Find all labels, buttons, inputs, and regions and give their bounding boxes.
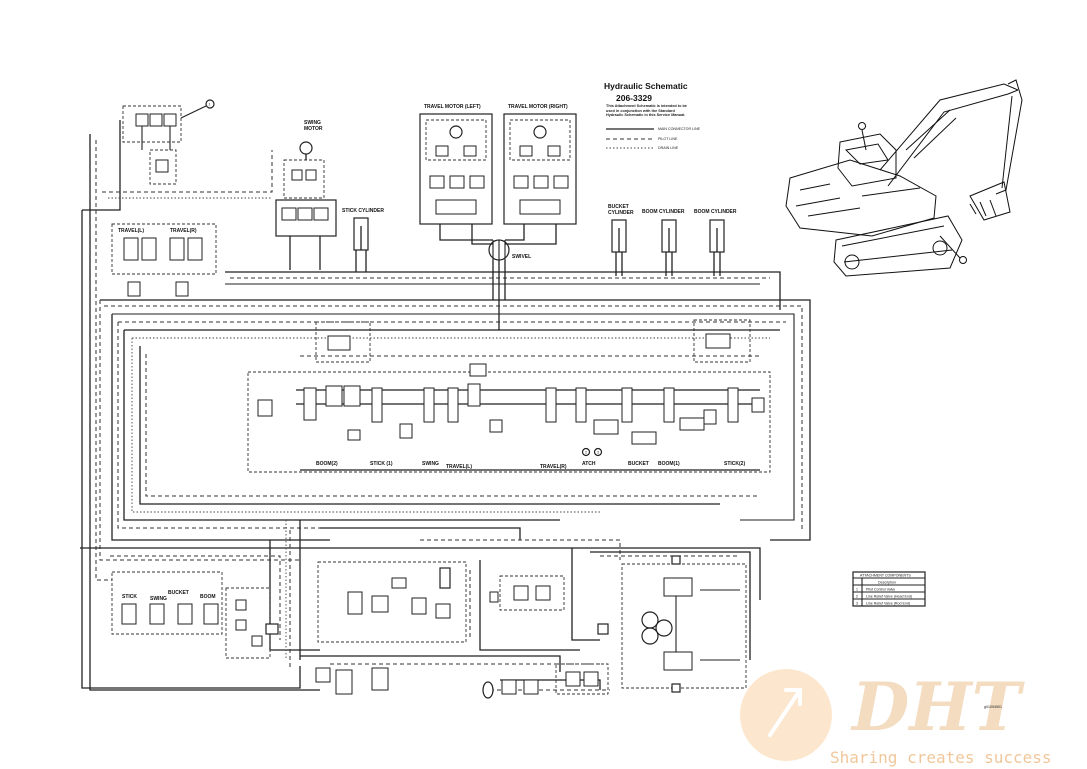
- legend-main-connector: MAIN CONNECTOR LINE: [658, 127, 701, 131]
- attachment-components-table: ATTACHMENT COMPONENTS Description 1 Pilo…: [852, 571, 926, 607]
- pilot-controls-block: STICK SWING BUCKET BOOM: [111, 571, 279, 659]
- bucket-cylinder-label-1: BUCKET: [608, 204, 629, 210]
- section-boom1: BOOM(1): [658, 461, 680, 467]
- main-pump-assembly: [597, 555, 747, 693]
- stick-cylinder-label: STICK CYLINDER: [342, 208, 384, 214]
- section-bucket: BUCKET: [628, 461, 649, 467]
- stick-cylinder: STICK CYLINDER: [342, 208, 384, 272]
- boom-cylinder-label-1: BOOM CYLINDER: [642, 209, 685, 215]
- callout-1: 1: [209, 103, 211, 107]
- table-title: ATTACHMENT COMPONENTS: [860, 574, 911, 578]
- table-row-1-desc: Pilot Control Valve: [866, 588, 895, 592]
- travel-motor-left-label: TRAVEL MOTOR (LEFT): [424, 104, 481, 110]
- travel-motor-right: TRAVEL MOTOR (RIGHT): [503, 104, 577, 236]
- part-number: 206-3329: [616, 93, 652, 103]
- watermark: DHT Sharing creates success: [740, 668, 1052, 767]
- table-header-desc: Description: [878, 581, 896, 585]
- watermark-logo-circle: [740, 669, 832, 761]
- legend-drain-line: DRAIN LINE: [658, 146, 679, 150]
- boom-cylinder-2: BOOM CYLINDER: [694, 209, 737, 253]
- swing-motor: SWING MOTOR: [275, 120, 337, 270]
- travel-l-top-label: TRAVEL(L): [118, 228, 144, 234]
- table-row-3-desc: Line Relief Valve (Rod End): [866, 602, 910, 606]
- watermark-brand: DHT: [850, 668, 1026, 746]
- callout-1-marker: [205, 99, 215, 109]
- pilot-swing-label: SWING: [150, 596, 167, 602]
- callout-2-marker: [581, 447, 591, 457]
- table-row-2-num: 2: [856, 595, 858, 599]
- swivel-label: SWIVEL: [512, 254, 531, 260]
- pilot-stick-label: STICK: [122, 594, 137, 600]
- swing-motor-label-2: MOTOR: [304, 126, 323, 132]
- illustration-code: g01094501: [984, 705, 1002, 709]
- pilot-bucket-label: BUCKET: [168, 590, 189, 596]
- excavator-illustration: [785, 79, 1023, 277]
- table-row-2-desc: Line Relief Valve (Head End): [866, 595, 912, 599]
- travel-r-top-label: TRAVEL(R): [170, 228, 197, 234]
- section-boom2: BOOM(2): [316, 461, 338, 467]
- bucket-cylinder-label-2: CYLINDER: [608, 210, 634, 216]
- callout-3-marker: [593, 447, 603, 457]
- swing-motor-label-1: SWING: [304, 120, 321, 126]
- section-swing: SWING: [422, 461, 439, 467]
- watermark-arrow-icon: [768, 688, 802, 737]
- section-travel-l: TRAVEL(L): [446, 464, 472, 470]
- watermark-tagline: Sharing creates success: [830, 748, 1052, 767]
- boom-cylinder-label-2: BOOM CYLINDER: [694, 209, 737, 215]
- callout-3: 3: [597, 450, 599, 454]
- swivel: SWIVEL: [439, 236, 557, 330]
- callout-2: 2: [585, 450, 587, 454]
- main-control-valve: BOOM(2) STICK (1) SWING TRAVEL(L) TRAVEL…: [247, 319, 771, 473]
- section-atch: ATCH: [582, 461, 596, 467]
- main-circuit-lines: [80, 120, 811, 691]
- section-stick2: STICK(2): [724, 461, 745, 467]
- table-row-1-num: 1: [856, 588, 858, 592]
- travel-motor-left: TRAVEL MOTOR (LEFT): [419, 104, 493, 236]
- title-block: Hydraulic Schematic 206-3329 This Attach…: [604, 81, 701, 150]
- pilot-control-valve-top: 1: [122, 99, 215, 185]
- boom-cylinder-1: BOOM CYLINDER: [642, 209, 685, 253]
- table-row-3-num: 3: [856, 602, 858, 606]
- section-travel-r: TRAVEL(R): [540, 464, 567, 470]
- pilot-boom-label: BOOM: [200, 594, 216, 600]
- schematic-note: This Attachment Schematic is intended to…: [606, 104, 687, 118]
- pump-relief-group: [315, 561, 609, 699]
- legend-pilot-line: PILOT LINE: [658, 137, 678, 141]
- bucket-cylinder: BUCKET CYLINDER: [608, 204, 634, 253]
- schematic-title: Hydraulic Schematic: [604, 81, 688, 91]
- travel-motor-right-label: TRAVEL MOTOR (RIGHT): [508, 104, 568, 110]
- travel-pilot-block: TRAVEL(L) TRAVEL(R): [111, 223, 217, 297]
- section-stick1: STICK (1): [370, 461, 393, 467]
